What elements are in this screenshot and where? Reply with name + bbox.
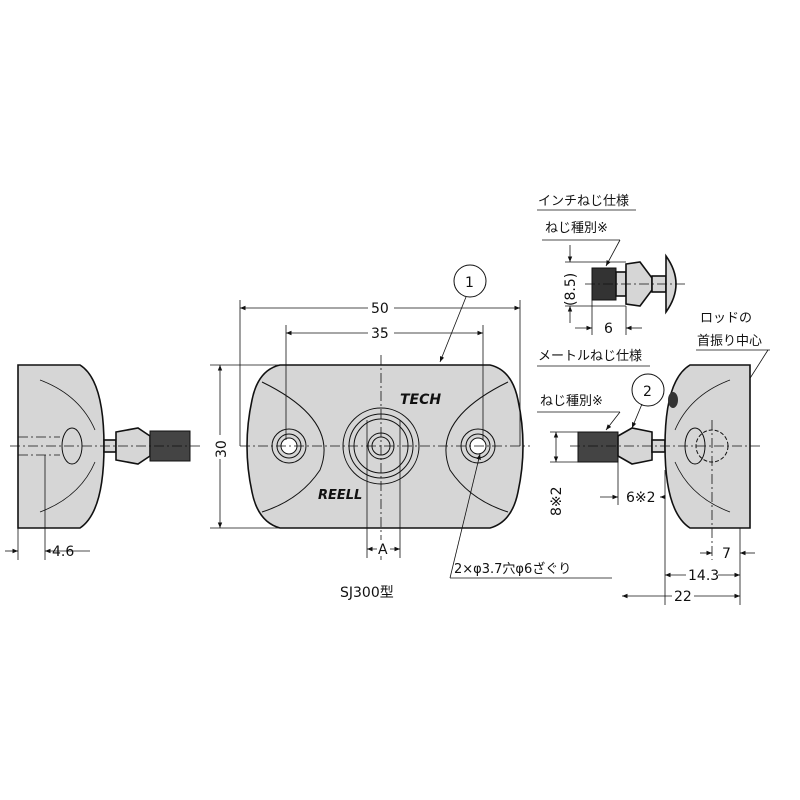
- inch-thread-type: ねじ種別※: [545, 220, 608, 236]
- metric-screw-view: ロッドの 首振り中心 メートルねじ仕様 2 ねじ種別※ 8※2 6※2 7: [537, 311, 770, 605]
- dim-width-total: 50: [371, 301, 389, 317]
- tech-logo: TECH: [400, 392, 441, 408]
- callout-2: 2: [643, 384, 652, 400]
- dim-inch-thread-dia: (8.5): [563, 273, 579, 306]
- metric-spec-heading: メートルねじ仕様: [538, 349, 642, 364]
- dim-metric-thread-len: 6※2: [626, 490, 656, 506]
- dim-height: 30: [214, 440, 230, 458]
- dim-overall-depth: 22: [674, 589, 692, 605]
- dim-side-offset: 4.6: [52, 544, 74, 560]
- dim-hole-pitch: 35: [371, 326, 389, 342]
- dim-a: A: [378, 542, 388, 558]
- rod-pivot-line2: 首振り中心: [697, 334, 762, 349]
- reell-logo: REELL: [318, 488, 362, 503]
- rod-pivot-line1: ロッドの: [700, 311, 752, 326]
- main-plate-view: TECH REELL 50 35 30 A 1 2×φ3.7穴φ6ざぐり S: [210, 264, 612, 601]
- dim-pivot-offset: 7: [722, 546, 731, 562]
- model-title: SJ300型: [340, 585, 394, 601]
- hole-spec-note: 2×φ3.7穴φ6ざぐり: [454, 561, 571, 577]
- callout-1: 1: [465, 275, 474, 291]
- dim-inch-thread-len: 6: [604, 321, 613, 337]
- left-side-view: 4.6: [5, 364, 200, 560]
- inch-spec-heading: インチねじ仕様: [538, 194, 629, 209]
- metric-thread-type: ねじ種別※: [540, 393, 603, 409]
- inch-screw-view: インチねじ仕様 ねじ種別※ (8.5) 6: [537, 194, 685, 337]
- dim-pivot-distance: 14.3: [688, 568, 719, 584]
- dim-metric-thread-dia: 8※2: [549, 486, 565, 516]
